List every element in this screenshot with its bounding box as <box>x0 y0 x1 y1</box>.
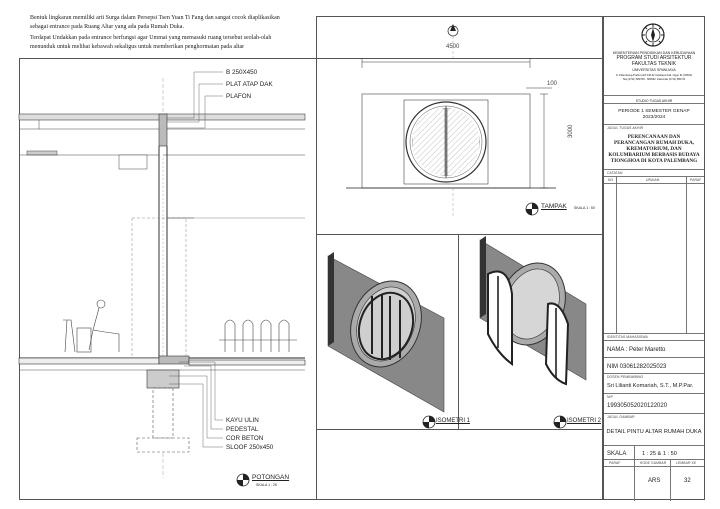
description-line: menunduk untuk melihat kebawah sekaligus… <box>30 44 245 50</box>
judul-header: JUDUL TUGAS AKHIR <box>607 126 644 130</box>
col-paraf: PARAF <box>690 178 702 182</box>
section-drawing <box>18 71 306 478</box>
col-divider <box>634 445 635 459</box>
catatan-header: CATATAN <box>607 171 623 175</box>
elevation-drawing <box>346 24 556 216</box>
nip-value: 199305052020122020 <box>607 403 668 409</box>
scale-value: 1 : 25 & 1 : 50 <box>642 451 677 457</box>
col-uraian: URAIAN <box>646 178 660 182</box>
divider <box>604 393 704 394</box>
divider <box>604 183 704 184</box>
title-block: KEMENTERIAN PENDIDIKAN DAN KEBUDAYAAN PR… <box>603 16 705 501</box>
scale-label: SKALA <box>607 451 627 457</box>
judul-line: KOLUMBARIUM BERBASIS BUDAYA <box>608 152 700 158</box>
label-beam: B 250X450 <box>226 69 258 76</box>
section-title: POTONGAN <box>252 474 290 481</box>
section-scale: SKALA 1 : 25 <box>256 483 277 487</box>
plan-scale: SKALA 1 : 50 <box>574 206 595 210</box>
divider <box>604 176 704 177</box>
divider <box>604 459 704 460</box>
divider <box>604 103 704 104</box>
divider <box>604 169 704 170</box>
mhs-header: IDENTITAS MAHASISWA <box>607 335 648 339</box>
label-plafon: PLAFON <box>226 93 252 100</box>
isometric-2-drawing <box>479 236 587 386</box>
faculty: FAKULTAS TEKNIK <box>631 61 677 67</box>
divider <box>604 413 704 414</box>
label-floor: KAYU ULIN <box>226 417 259 424</box>
description-line: Terdapat Undakkan pada entrance berfungs… <box>30 35 272 41</box>
plan-title: TAMPAK <box>541 203 567 210</box>
lembar-header: LEMBAR KE <box>676 461 697 465</box>
description-line: sebagai entrance pada Ruang Altar yang a… <box>30 24 184 30</box>
kode-header: KODE GAMBAR <box>640 461 667 465</box>
iso1-title-symbol <box>422 415 436 429</box>
dim-width: 4500 <box>446 44 460 50</box>
student-name: NAMA : Peter Maretto <box>607 347 666 353</box>
sheet-number: 32 <box>684 478 691 484</box>
drawing-code: ARS <box>648 478 661 484</box>
iso2-title: ISOMETRI 2 <box>567 418 602 424</box>
studio: STUDIO TUGAS AKHIR <box>635 99 673 103</box>
judul-line: KREMATORIUM, DAN <box>626 146 682 152</box>
col-divider <box>634 459 635 501</box>
iso2-title-symbol <box>553 415 567 429</box>
nip-header: NIP <box>607 395 613 399</box>
period-line-1: PERIODE 1 SEMESTER GENAP <box>618 109 690 114</box>
period-line-2: 2023/2024 <box>642 115 666 120</box>
col-divider <box>616 176 617 333</box>
university: UNIVERSITAS SRIWIJAYA <box>632 68 676 72</box>
program: PROGRAM STUDI ARSITEKTUR <box>616 55 692 61</box>
judul-line: PERENCANAAN DAN <box>627 134 681 140</box>
dosen-header: DOSEN PEMBIMBING <box>607 375 644 379</box>
judul-line: TIONGHOA DI KOTA PALEMBANG <box>610 158 698 164</box>
isometric-1-drawing <box>327 252 445 413</box>
paraf-header: PARAF <box>609 461 621 465</box>
divider <box>604 373 704 374</box>
dim-height: 3000 <box>568 124 574 138</box>
ministry: KEMENTERIAN PENDIDIKAN DAN KEBUDAYAAN <box>612 51 696 55</box>
label-concrete: COR BETON <box>226 435 264 442</box>
description-line: Bentuk lingkaran memiliki arti Surga dal… <box>30 15 280 21</box>
col-no: NO <box>608 178 614 182</box>
judul-line: PERANCANGAN RUMAH DUKA, <box>614 140 694 146</box>
divider <box>604 333 704 334</box>
student-nim: NIM 03061282025023 <box>607 364 667 370</box>
address-2: Telp.(0711) 580739 - 580062, Faksimile (… <box>622 78 686 81</box>
divider <box>604 340 704 341</box>
plan-title-symbol <box>525 202 539 216</box>
col-divider <box>670 459 671 501</box>
gambar-header: JUDUL GAMBAR <box>607 415 635 419</box>
label-pedestal: PEDESTAL <box>226 426 259 433</box>
iso1-title: ISOMETRI 1 <box>436 418 471 424</box>
col-divider <box>686 176 687 333</box>
divider <box>604 357 704 358</box>
divider <box>604 466 704 467</box>
divider <box>604 445 704 446</box>
dim-depth: 100 <box>547 81 558 87</box>
divider <box>604 124 704 125</box>
university-logo-icon <box>641 23 665 47</box>
iso2-panel <box>458 234 603 430</box>
section-title-symbol <box>236 473 250 487</box>
label-roof: PLAT ATAP DAK <box>226 81 273 88</box>
label-sloof: SLOOF 250x450 <box>226 444 274 451</box>
address-1: Jl. Palembang-Prabumulih KM.32 Indralaya… <box>615 74 693 77</box>
divider <box>604 95 704 96</box>
drawing-title: DETAIL PINTU ALTAR RUMAH DUKA <box>606 429 702 435</box>
dosen-name: Sri Lilianti Komariah, S.T., M.P.Par. <box>607 383 694 389</box>
